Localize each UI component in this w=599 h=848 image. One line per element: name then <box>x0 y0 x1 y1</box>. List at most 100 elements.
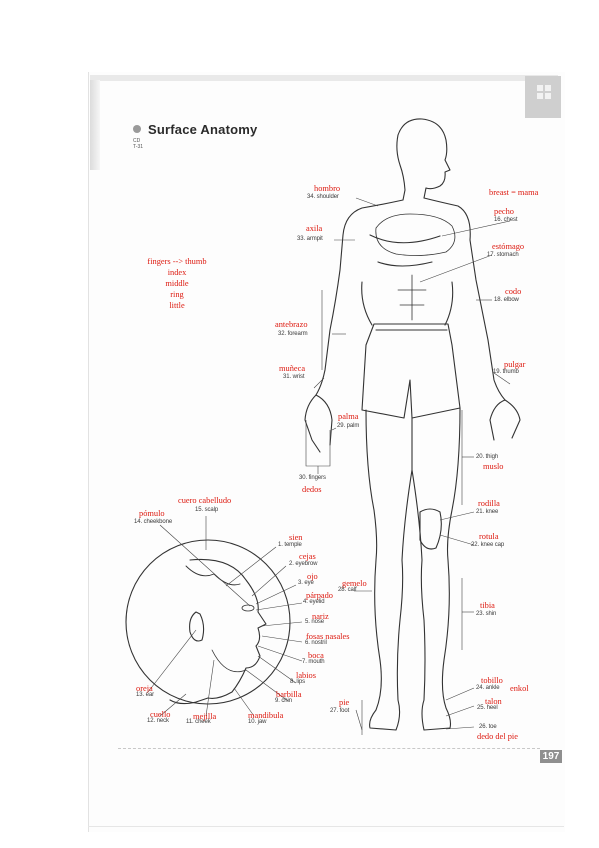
label-cheekbone-en: 14. cheekbone <box>134 519 173 525</box>
finger-notes: fingers --> thumb index middle ring litt… <box>136 256 218 311</box>
label-thigh-es: muslo <box>483 462 504 471</box>
page-title: Surface Anatomy <box>148 122 258 137</box>
body-head-back <box>396 134 406 201</box>
label-jaw-en: 10. jaw <box>248 719 267 725</box>
track-label: T-31 <box>133 144 144 150</box>
head-detail-ear <box>189 611 205 642</box>
title-bullet-icon <box>133 125 141 133</box>
label-chest-es: pecho <box>494 207 514 216</box>
label-lips-en: 8. lips <box>290 679 305 685</box>
finger-note-ring: ring <box>170 290 184 299</box>
label-cheek-es: mejilla <box>193 712 217 721</box>
label-ear-es: oreja <box>136 684 153 693</box>
label-ankle-extra-es: enkol <box>510 684 529 693</box>
body-waist <box>361 281 454 326</box>
label-foot-en: 27. foot <box>330 708 350 714</box>
cd-track-label: CD T-31 <box>133 138 143 150</box>
body-right-hand <box>489 399 521 441</box>
body-right-leg <box>411 407 461 731</box>
label-wrist-en: 31. wrist <box>283 374 305 380</box>
bottom-edge <box>88 826 564 827</box>
label-eye-en: 3. eye <box>298 580 314 586</box>
body-left-leg <box>365 409 413 731</box>
finger-note-middle: middle <box>165 279 189 288</box>
page-top-edge <box>90 75 558 81</box>
label-toe-es: dedo del pie <box>477 732 518 741</box>
breast-note: breast = mama <box>489 188 539 197</box>
label-stomach-es: estómago <box>492 242 525 251</box>
label-fingers-es: dedos <box>302 485 322 494</box>
finger-note-little: little <box>169 301 185 310</box>
label-scalp-en: 15. scalp <box>195 507 219 513</box>
label-armpit-en: 33. armpit <box>297 236 323 242</box>
label-chest-en: 16. chest <box>494 217 518 223</box>
label-eye-es: ojo <box>307 572 318 581</box>
label-calf-en: 28. calf <box>338 587 357 593</box>
scan-shadow <box>90 80 100 170</box>
label-jaw-es: mandibula <box>248 711 284 720</box>
finger-note-index: index <box>167 268 187 277</box>
cd-label: CD <box>133 138 141 144</box>
head-detail-jaw <box>211 649 247 673</box>
label-temple-en: 1. temple <box>278 542 302 548</box>
label-neck-en: 12. neck <box>147 718 169 724</box>
label-thigh-en: 20. thigh <box>476 454 499 460</box>
label-forearm-es: antebrazo <box>275 320 308 329</box>
body-head <box>397 118 451 199</box>
label-shin-en: 23. shin <box>476 611 497 617</box>
abdomen-lines <box>397 274 427 321</box>
label-ankle-en: 24. ankle <box>476 685 500 691</box>
label-foot-es: pie <box>339 698 350 707</box>
corner-tab <box>525 76 561 118</box>
label-nostril-en: 6. nostril <box>305 640 327 646</box>
head-detail-hair <box>185 565 241 586</box>
label-knee-en: 21. knee <box>476 509 499 515</box>
label-cheek-en: 11. cheek <box>186 719 211 725</box>
label-nose-es: nariz <box>312 612 329 621</box>
label-nostril-es: fosas nasales <box>306 632 350 641</box>
head-detail-circle <box>125 539 291 705</box>
label-shoulder-en: 34. shoulder <box>307 194 339 200</box>
label-heel-en: 25. heel <box>477 705 498 711</box>
label-ankle-es: tobillo <box>481 676 503 685</box>
label-cheekbone-es: pómulo <box>139 509 165 518</box>
label-scalp-es: cuero cabelludo <box>178 496 232 505</box>
label-lips-es: labios <box>296 671 317 680</box>
label-kneecap-es: rotula <box>479 532 499 541</box>
label-wrist-es: muñeca <box>279 364 306 373</box>
label-shin-es: tibia <box>480 601 495 610</box>
label-palm-en: 29. palm <box>337 423 360 429</box>
label-chin-en: 9. chin <box>275 698 292 704</box>
label-kneecap-en: 22. knee cap <box>471 542 505 548</box>
footer-rule <box>118 748 540 749</box>
body-kneecap <box>419 508 442 550</box>
label-knee-es: rodilla <box>478 499 500 508</box>
label-mouth-en: 7. mouth <box>302 659 325 665</box>
label-elbow-en: 18. elbow <box>494 297 519 303</box>
body-shorts <box>361 323 461 419</box>
label-eyebrow-es: cejas <box>299 552 316 561</box>
label-temple-es: sien <box>289 533 303 542</box>
label-calf-es: gemelo <box>342 579 367 588</box>
head-detail-eye <box>241 604 255 612</box>
label-toe-en: 26. toe <box>479 724 497 730</box>
body-trunk <box>315 197 506 401</box>
label-armpit-es: axila <box>306 224 323 233</box>
label-elbow-es: codo <box>505 287 522 296</box>
page-number: 197 <box>540 750 562 763</box>
head-detail-profile <box>169 558 267 705</box>
body-left-hand <box>304 394 333 453</box>
label-thumb-en: 19. thumb <box>493 369 519 375</box>
body-chest-contour <box>369 234 441 267</box>
label-shoulder-es: hombro <box>314 184 341 193</box>
label-eyebrow-en: 2. eyebrow <box>289 561 318 567</box>
label-forearm-en: 32. forearm <box>278 331 308 337</box>
label-neck-es: cuello <box>150 710 171 719</box>
label-chin-es: barbilla <box>276 690 302 699</box>
chest-outline <box>375 213 456 256</box>
label-heel-es: talon <box>485 697 502 706</box>
label-mouth-es: boca <box>308 651 324 660</box>
label-ear-en: 13. ear <box>136 692 154 698</box>
label-nose-en: 5. nose <box>305 619 324 625</box>
